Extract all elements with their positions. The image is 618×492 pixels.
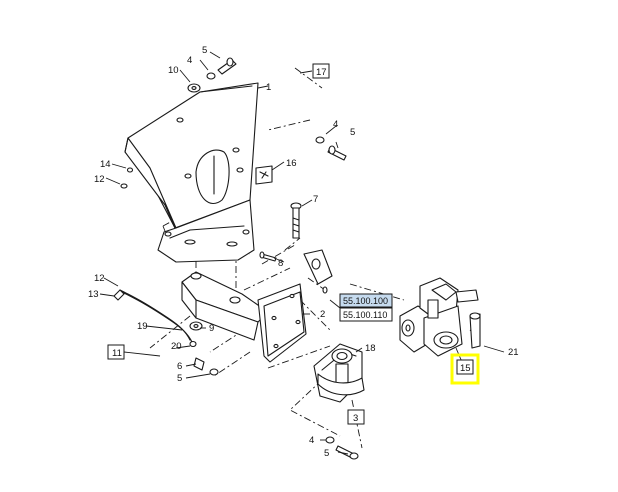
callout-12: 12 [94, 273, 105, 284]
decal-part [255, 165, 273, 185]
callout-12: 12 [94, 174, 105, 185]
callout-4: 4 [333, 119, 338, 130]
cable-part [113, 289, 203, 348]
svg-text:15: 15 [460, 363, 471, 374]
callout-10: 10 [168, 65, 179, 76]
hook-bracket-part [313, 343, 365, 403]
callout-4: 4 [309, 435, 314, 446]
callout-1: 1 [266, 82, 271, 93]
bolt-right-upper [315, 136, 347, 161]
screw-small [259, 251, 277, 262]
bolt-lower-left [193, 357, 219, 376]
svg-text:55.100.100: 55.100.100 [343, 296, 388, 306]
drawbar-part [181, 271, 307, 363]
callout-labels: 5 4 10 1 4 5 16 14 12 7 8 12 13 2 19 9 2… [88, 45, 519, 459]
callout-16: 16 [286, 158, 297, 169]
callout-21: 21 [508, 347, 519, 358]
reference-link-55-100-100[interactable]: 55.100.100 [339, 293, 393, 308]
callout-13: 13 [88, 289, 99, 300]
callout-5: 5 [202, 45, 207, 56]
callout-4: 4 [187, 55, 192, 66]
main-bracket-part [124, 82, 259, 263]
svg-text:3: 3 [353, 413, 358, 424]
callout-20: 20 [171, 341, 182, 352]
svg-text:11: 11 [112, 348, 122, 359]
reference-link-55-100-110[interactable]: 55.100.110 [339, 307, 393, 322]
boxed-callout-17[interactable]: 17 [312, 63, 330, 79]
bolt-lower [325, 436, 359, 460]
callout-19: 19 [137, 321, 148, 332]
callout-5: 5 [177, 373, 182, 384]
callout-8: 8 [278, 258, 283, 269]
washer-top [187, 83, 201, 93]
callout-5: 5 [324, 448, 329, 459]
callout-6: 6 [177, 361, 182, 372]
callout-2: 2 [320, 309, 325, 320]
svg-text:55.100.110: 55.100.110 [343, 310, 387, 320]
boxed-callout-11[interactable]: 11 [107, 344, 125, 360]
callout-14: 14 [100, 159, 111, 170]
callout-5: 5 [350, 127, 355, 138]
boxed-callout-3[interactable]: 3 [347, 409, 365, 425]
highlighted-callout-15[interactable]: 15 [450, 353, 480, 385]
bolt-top [217, 57, 237, 75]
rivet-upper-left [120, 167, 134, 189]
callout-18: 18 [365, 343, 376, 354]
callout-7: 7 [313, 194, 318, 205]
callout-9: 9 [209, 323, 214, 334]
bolt-vertical [290, 202, 302, 239]
pickup-hitch-assembly [399, 277, 481, 357]
link-plate [303, 249, 333, 294]
svg-text:17: 17 [316, 67, 327, 78]
nut-top [206, 72, 216, 80]
leader-lines [99, 51, 505, 455]
